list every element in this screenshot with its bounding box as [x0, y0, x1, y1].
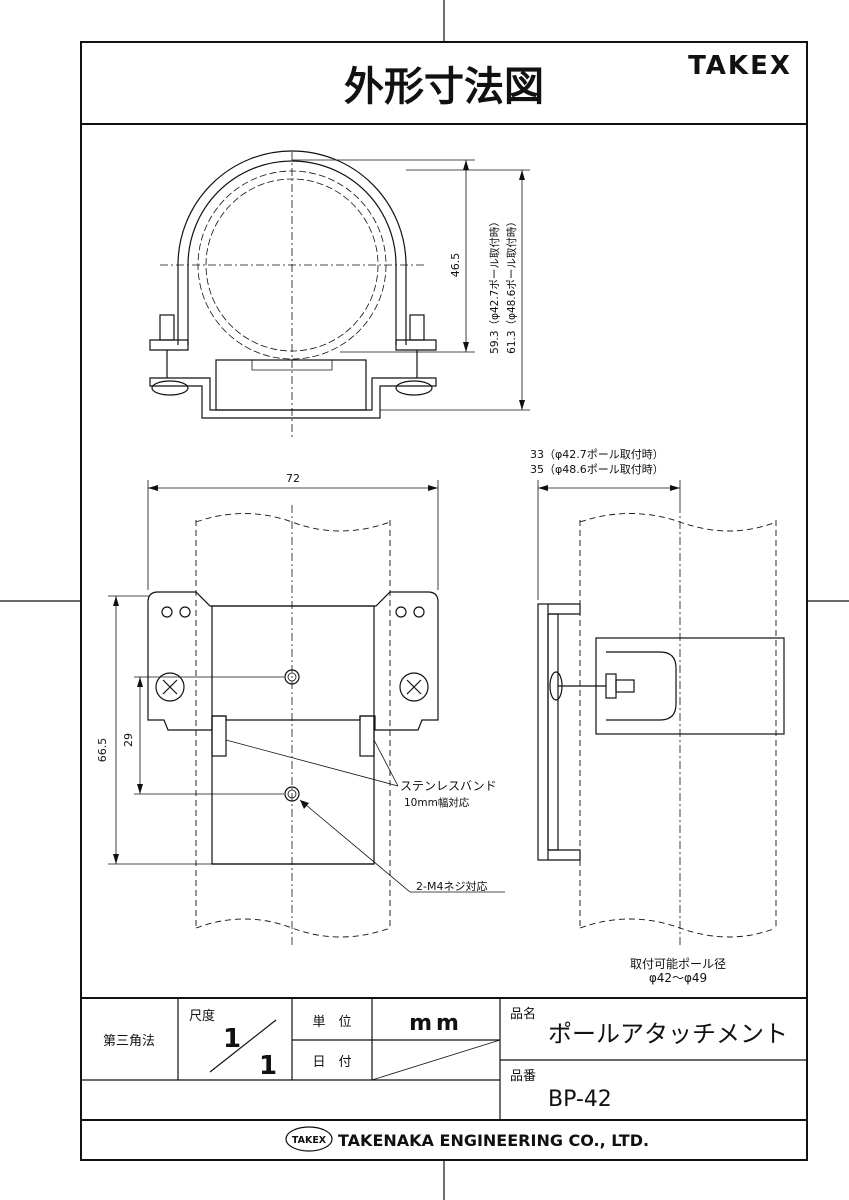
front-view — [108, 480, 505, 945]
dim-61-3: 61.3（φ48.6ポール取付時） — [505, 216, 518, 354]
dim-46-5: 46.5 — [449, 253, 462, 278]
product-code: BP-42 — [548, 1087, 612, 1112]
dim-29: 29 — [122, 733, 135, 747]
drawing-title: 外形寸法図 — [344, 64, 544, 110]
projection-method: 第三角法 — [103, 1034, 155, 1049]
note-band-width: 10mm幅対応 — [404, 796, 470, 809]
pole-diameter-label: 取付可能ポール径 — [630, 957, 726, 971]
pole-diameter-range: φ42～φ49 — [649, 971, 707, 985]
dim-66-5: 66.5 — [96, 738, 109, 763]
unit-value: mm — [409, 1011, 463, 1036]
side-view — [537, 480, 785, 945]
brand-logo: TAKEX — [688, 51, 792, 81]
company-logo: TAKEX — [292, 1135, 327, 1146]
scale-label: 尺度 — [189, 1008, 215, 1024]
title-block — [81, 997, 807, 1152]
company-name: TAKENAKA ENGINEERING CO., LTD. — [338, 1131, 649, 1150]
note-stainless-band: ステンレスバンド — [400, 779, 497, 793]
date-label: 日 付 — [312, 1055, 351, 1070]
product-name-label: 品名 — [510, 1006, 536, 1022]
product-name: ポールアタッチメント — [548, 1020, 788, 1048]
dim-72: 72 — [286, 472, 300, 485]
product-code-label: 品番 — [510, 1069, 536, 1084]
dim-59-3: 59.3（φ42.7ポール取付時） — [488, 216, 501, 354]
top-view — [149, 150, 530, 440]
scale-denominator: 1 — [259, 1051, 277, 1081]
dim-35: 35（φ48.6ポール取付時） — [530, 463, 664, 476]
scale-numerator: 1 — [223, 1024, 241, 1054]
dim-33: 33（φ42.7ポール取付時） — [530, 448, 664, 461]
note-m4-screw: 2-M4ネジ対応 — [416, 879, 487, 893]
unit-label: 単 位 — [312, 1014, 351, 1030]
drawing-frame — [80, 41, 808, 1161]
